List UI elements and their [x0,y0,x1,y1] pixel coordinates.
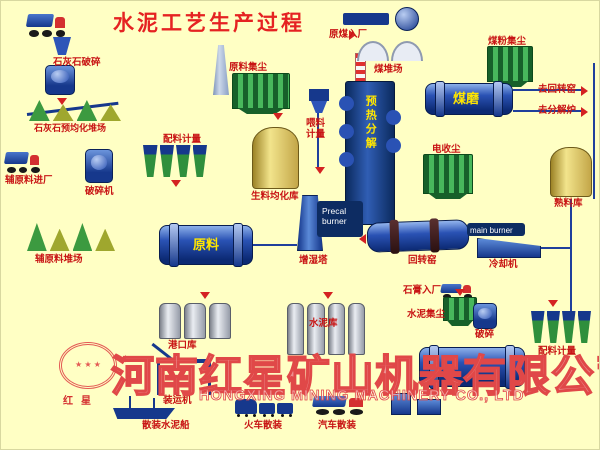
coal-mill-icon [425,81,513,117]
label-batching-metering-cement: 配料计量 [538,346,577,357]
pipe-right-edge [593,63,595,199]
feed-hopper-icon [53,37,71,55]
label-limestone-crushing: 石灰石破碎 [53,57,101,68]
limestone-truck-icon [25,9,67,37]
label-coal-yard: 煤堆场 [374,64,403,75]
label-cement-dust-collect: 水泥集尘 [407,309,446,320]
chimney-icon [213,45,229,95]
label-humidifying-tower: 增湿塔 [299,255,328,266]
label-batching-metering-raw: 配料计量 [163,134,202,145]
pipe-to-kiln [513,89,585,91]
feeder-icon [307,89,331,115]
flow-arrow [359,234,366,244]
hongxing-logo-icon [59,342,117,389]
pipe-mill-humidifier [253,244,297,246]
flow-arrow [455,289,465,296]
flow-arrow [581,86,588,96]
label-truck-bulk-loading: 汽车散装 [318,420,357,431]
label-rotary-kiln: 回转窑 [408,255,437,266]
cement-crusher-icon [473,303,497,329]
cement-silo-icon [287,303,365,355]
label-coal-powder-dust-collect: 煤粉集尘 [488,36,527,47]
raw-material-dust-collector-icon [232,73,290,109]
coal-dust-collector-icon [487,46,533,82]
rotary-kiln-icon [366,219,470,253]
pipe-feed [317,113,319,167]
flow-arrow [315,167,325,174]
flow-arrow [57,98,67,105]
label-to-rotary-kiln: 去回转窑 [538,84,577,95]
label-aux-material-inbound: 辅原料进厂 [5,175,53,186]
label-crusher-machine: 破碎机 [85,186,114,197]
label-limestone-preblending-yard: 石灰石预均化堆场 [34,123,107,133]
raw-mill-icon [159,223,253,267]
packing-machine-icon [389,387,447,415]
label-aux-material-yard: 辅原料堆场 [35,254,83,265]
label-to-calciner: 去分解炉 [538,105,577,116]
label-gypsum-inbound: 石膏入厂 [403,285,442,296]
page-title: 水泥工艺生产过程 [113,12,305,35]
limestone-crusher-icon [45,65,75,95]
coal-shed-icon [357,41,423,61]
coal-crusher-icon [343,7,423,31]
watermark-company-en: HONGXING MINING MACHINERY CO., LTD [199,388,525,405]
label-raw-coal-inbound: 原煤入厂 [329,29,368,40]
label-coal-mill: 煤磨 [453,91,480,106]
pipe-to-calciner [513,110,585,112]
aux-material-truck-icon [3,147,41,173]
flow-arrow [581,107,588,117]
ship-loader-icon [157,359,211,395]
label-cement-silo: 水泥库 [309,318,338,329]
port-silo-icon [159,303,231,339]
aux-crusher-icon [85,149,113,183]
label-bulk-cement-ship: 散装水泥船 [142,420,190,431]
train-icon [235,391,295,417]
cement-mill-icon [419,345,525,389]
label-raw-meal-homogenizing-silo: 生料均化库 [251,191,299,202]
hongxing-logo-label: 红星 [63,396,99,407]
cooler-icon [477,238,541,258]
precalciner-duct-icon [317,201,363,237]
pipe-cooler-out [541,247,571,249]
flow-arrow [200,292,210,299]
batching-hopper-bank-icon [143,145,207,177]
label-train-bulk-loading: 火车散装 [244,420,283,431]
cement-batching-hopper-icon [531,311,591,343]
flow-arrow [171,180,181,187]
watermark-company-cn: 河南红星矿山机器有限公司 [110,352,600,402]
main-burner-icon [467,223,525,236]
label-cooler: 冷却机 [489,259,518,270]
raw-meal-silo-icon [252,127,299,189]
label-precalciner-burner: Precal burner [322,206,347,227]
limestone-stockpile-icon [29,100,121,121]
flow-arrow [548,300,558,307]
label-raw-mill: 原料 [193,237,220,252]
label-ship-loader: 装运机 [163,395,192,406]
cement-dust-collector-icon [443,297,477,321]
flow-arrow [349,30,356,40]
label-port-silo: 港口库 [168,340,197,351]
aux-stockpile-icon [27,223,115,251]
clinker-silo-icon [550,147,592,197]
pipe-clinker-down [570,199,572,311]
ship-icon [113,395,175,419]
label-preheating-decomposition: 预热分解 [364,95,377,151]
label-raw-material-dust-collect: 原料集尘 [229,62,268,73]
label-main-burner: main burner [470,226,513,235]
flow-arrow [323,292,333,299]
label-feed-metering: 喂料计量 [306,118,326,141]
label-clinker-silo: 熟料库 [554,198,583,209]
flow-arrow [273,113,283,120]
label-electrostatic-precipitator: 电收尘 [432,144,461,155]
bulk-truck-icon [312,391,365,415]
label-crushing: 破碎 [475,329,495,340]
ep-collector-icon [423,154,473,194]
